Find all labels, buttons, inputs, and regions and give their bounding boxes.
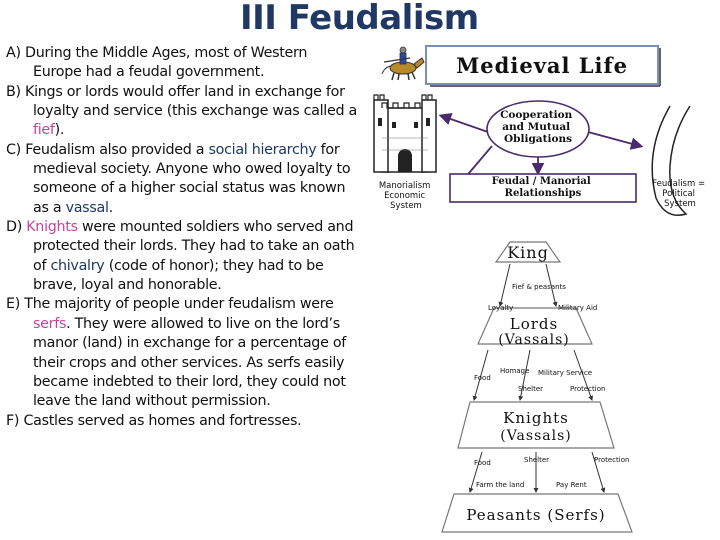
feudalism-line-2: Political xyxy=(662,189,695,199)
castle-icon xyxy=(373,94,437,173)
note-text: Castles xyxy=(23,412,74,429)
note-text: . They were allowed to live on the lord’… xyxy=(66,315,340,332)
king-label: King xyxy=(507,243,549,262)
cooperation-line-2: and Mutual xyxy=(502,121,570,133)
note-a: A) During the Middle Ages, most of Weste… xyxy=(6,44,358,83)
note-text: . xyxy=(259,64,265,81)
knights-label: Knights xyxy=(503,409,569,427)
note-text: vassal xyxy=(65,199,109,216)
cooperation-line-3: Obligations xyxy=(504,133,572,145)
knights-vassals-label: (Vassals) xyxy=(500,428,571,444)
note-text: E) The majority of people under feudalis… xyxy=(6,296,334,313)
knight-on-horse-icon xyxy=(381,46,425,81)
note-text: Knights xyxy=(26,219,78,236)
note-text: manor xyxy=(33,335,78,352)
note-text: served as homes and fortresses. xyxy=(73,412,302,429)
feudalism-line-3: System xyxy=(664,199,696,209)
note-d: D) Knights were mounted soldiers who ser… xyxy=(6,218,358,295)
feudalism-bracket xyxy=(651,105,691,216)
military-aid-label: Military Aid xyxy=(558,304,597,312)
manorialism-line-3: System xyxy=(390,201,422,211)
peasants-label: Peasants (Serfs) xyxy=(466,506,605,524)
note-text: . xyxy=(108,199,114,216)
protection-label-1: Protection xyxy=(570,385,605,393)
relationships-line-2: Relationships xyxy=(505,188,582,199)
note-text: serfs xyxy=(33,315,67,332)
note-text: C) Feudalism also provided a xyxy=(6,141,209,158)
note-text: (code of honor); they had to be brave, l… xyxy=(33,257,324,294)
loyalty-label: Loyalty xyxy=(488,304,513,312)
food-label-1: Food xyxy=(474,374,491,382)
food-label-2: Food xyxy=(474,459,491,467)
note-text: were mounted soldiers who served and pro… xyxy=(33,219,355,274)
military-service-label: Military Service xyxy=(538,369,592,377)
note-c: C) Feudalism also provided a social hier… xyxy=(6,141,358,218)
relationships-line-1: Feudal / Manorial xyxy=(492,176,591,187)
slide-title: III Feudalism xyxy=(240,0,479,38)
note-text: B) Kings or lords would offer land in ex… xyxy=(6,83,357,120)
relationships-label: Feudal / Manorial Relationships xyxy=(492,176,594,199)
relationships-box xyxy=(449,173,637,203)
feudalism-line-1: Feudalism = xyxy=(652,179,705,189)
homage-label: Homage xyxy=(500,367,529,375)
header-box xyxy=(425,45,659,85)
notes-list: A) During the Middle Ages, most of Weste… xyxy=(6,44,358,431)
note-f: F) Castles served as homes and fortresse… xyxy=(6,412,358,431)
farm-the-land-label: Farm the land xyxy=(476,481,524,489)
note-text: feudal government xyxy=(128,64,261,81)
note-e: E) The majority of people under feudalis… xyxy=(6,295,358,411)
note-text: A) During the Middle Ages, most of Weste… xyxy=(6,45,308,81)
note-b: B) Kings or lords would offer land in ex… xyxy=(6,83,358,141)
lords-vassals-label: (Vassals) xyxy=(498,332,569,348)
manorialism-label: Manorialism Economic System xyxy=(379,181,433,211)
medieval-life-diagram: Medieval Life Manorialism Economic Syste… xyxy=(370,38,720,540)
manorialism-line-2: Economic xyxy=(384,191,425,201)
note-text: ). xyxy=(54,122,65,139)
note-text: F) xyxy=(6,412,24,429)
lords-label: Lords xyxy=(510,315,558,333)
note-text: for medieval society. Anyone who owed lo… xyxy=(33,141,351,216)
fief-peasants-label: Fief & peasants xyxy=(512,283,566,291)
manorialism-line-1: Manorialism xyxy=(379,181,431,191)
note-text: chivalry xyxy=(50,257,105,274)
protection-label-2: Protection xyxy=(594,456,629,464)
pay-rent-label: Pay Rent xyxy=(556,481,587,489)
feudalism-system-label: Feudalism = Political System xyxy=(652,179,708,209)
feudal-pyramid xyxy=(441,241,633,533)
header-title: Medieval Life xyxy=(456,53,628,78)
shelter-label-1: Shelter xyxy=(518,385,543,393)
note-text: fief xyxy=(33,122,55,139)
note-text: social hierarchy xyxy=(208,141,317,158)
cooperation-label: Cooperation and Mutual Obligations xyxy=(500,109,576,145)
note-text: D) xyxy=(6,219,27,236)
shelter-label-2: Shelter xyxy=(524,456,549,464)
note-text: (land) in exchange for a percentage of t… xyxy=(33,335,347,410)
cooperation-line-1: Cooperation xyxy=(500,109,573,121)
